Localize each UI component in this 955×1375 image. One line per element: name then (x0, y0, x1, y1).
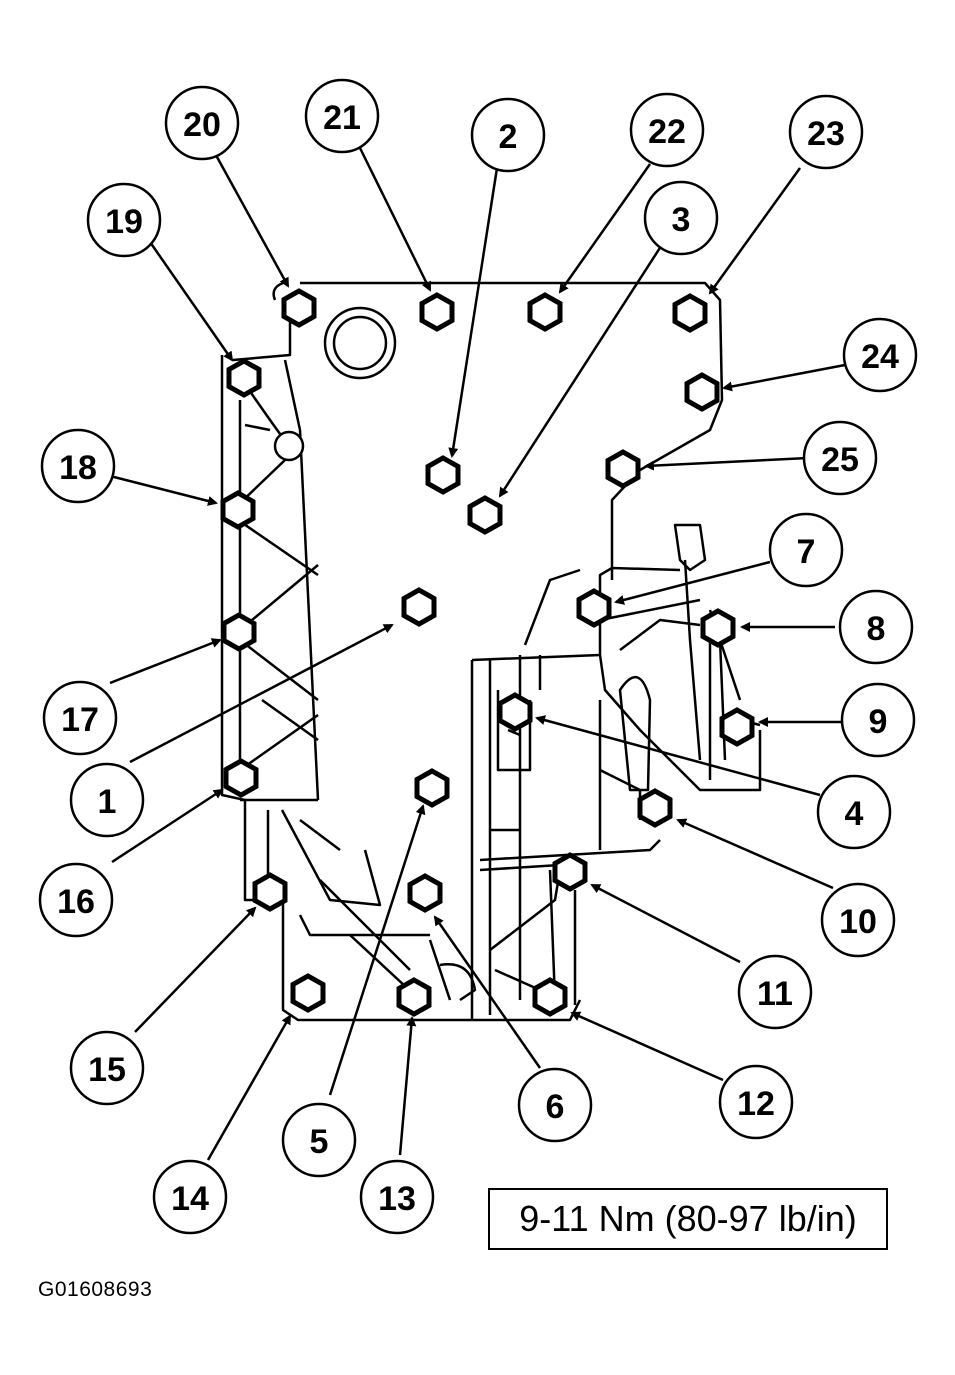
bolt-4 (500, 695, 530, 729)
callout-20-circle (164, 85, 240, 161)
callout-13: 13 (378, 1180, 416, 1218)
callout-2: 2 (499, 118, 518, 156)
callout-19: 19 (105, 203, 143, 241)
torque-spec-text: 9-11 Nm (80-97 lb/in) (519, 1198, 857, 1239)
callout-4: 4 (845, 795, 864, 833)
callout-12-circle (718, 1064, 794, 1140)
bolt-5 (417, 771, 447, 805)
callout-17: 17 (61, 701, 99, 739)
callout-6: 6 (546, 1088, 565, 1126)
bolt-15 (255, 875, 285, 909)
leader-lines (109, 147, 846, 1161)
bolt-12 (535, 980, 565, 1014)
callout-17-circle (42, 680, 118, 756)
callout-16: 16 (57, 883, 95, 921)
callout-14: 14 (171, 1180, 209, 1218)
bolt-2 (428, 458, 458, 492)
bolt-25 (608, 452, 638, 486)
callout-3: 3 (672, 201, 691, 239)
callout-20: 20 (183, 106, 221, 144)
valve-body-outline (220, 281, 762, 1022)
callout-10-circle (820, 882, 896, 958)
callout-6-circle (517, 1067, 593, 1143)
bolt-9 (722, 710, 752, 744)
bolt-18 (223, 493, 253, 527)
callout-2-circle (470, 97, 546, 173)
callout-16-circle (38, 862, 114, 938)
bolt-7 (579, 591, 609, 625)
bolt-24 (687, 375, 717, 409)
bolts (223, 291, 752, 1014)
bolt-14 (293, 976, 323, 1010)
callout-3-circle (643, 180, 719, 256)
figure-id: G01608693 (38, 1278, 153, 1301)
callout-22: 22 (648, 113, 686, 151)
callout-15: 15 (88, 1051, 126, 1089)
bolt-20 (284, 291, 314, 325)
bolt-3 (470, 498, 500, 532)
callout-24-circle (842, 317, 918, 393)
bolt-22 (530, 295, 560, 329)
callout-9: 9 (869, 703, 888, 741)
callout-14-circle (152, 1159, 228, 1235)
callout-25: 25 (821, 441, 859, 479)
callout-23: 23 (807, 115, 845, 153)
bolt-16 (226, 761, 256, 795)
bolt-1 (404, 590, 434, 624)
bolt-21 (422, 295, 452, 329)
callout-25-circle (802, 420, 878, 496)
callout-10: 10 (839, 903, 877, 941)
bolt-19 (229, 361, 259, 395)
callout-numbers: 1 2 3 4 5 6 7 8 9 10 11 12 13 14 15 16 1… (57, 99, 899, 1218)
callout-5-circle (281, 1102, 357, 1178)
callouts (38, 78, 918, 1235)
callout-7-circle (768, 512, 844, 588)
callout-15-circle (69, 1030, 145, 1106)
bolt-13 (399, 980, 429, 1014)
pressure-port (323, 306, 397, 380)
callout-13-circle (359, 1159, 435, 1235)
callout-24: 24 (861, 338, 899, 376)
bolt-23 (675, 296, 705, 330)
callout-21: 21 (323, 99, 361, 137)
bolt-17 (224, 615, 254, 649)
callout-8: 8 (867, 610, 886, 648)
callout-22-circle (629, 92, 705, 168)
torque-spec-box: 9-11 Nm (80-97 lb/in) (488, 1188, 888, 1250)
callout-1-circle (69, 762, 145, 838)
callout-8-circle (838, 589, 914, 665)
callout-18: 18 (59, 449, 97, 487)
bolt-8 (703, 611, 733, 645)
callout-7: 7 (797, 533, 816, 571)
callout-9-circle (840, 682, 916, 758)
bolt-6 (410, 876, 440, 910)
callout-21-circle (304, 78, 380, 154)
callout-23-circle (788, 94, 864, 170)
callout-19-circle (86, 182, 162, 258)
callout-18-circle (40, 428, 116, 504)
callout-1: 1 (98, 783, 117, 821)
bolt-10 (640, 791, 670, 825)
callout-11-circle (737, 954, 813, 1030)
callout-5: 5 (310, 1123, 329, 1161)
callout-4-circle (816, 774, 892, 850)
callout-12: 12 (737, 1085, 775, 1123)
bolt-11 (555, 855, 585, 889)
callout-11: 11 (757, 975, 793, 1013)
